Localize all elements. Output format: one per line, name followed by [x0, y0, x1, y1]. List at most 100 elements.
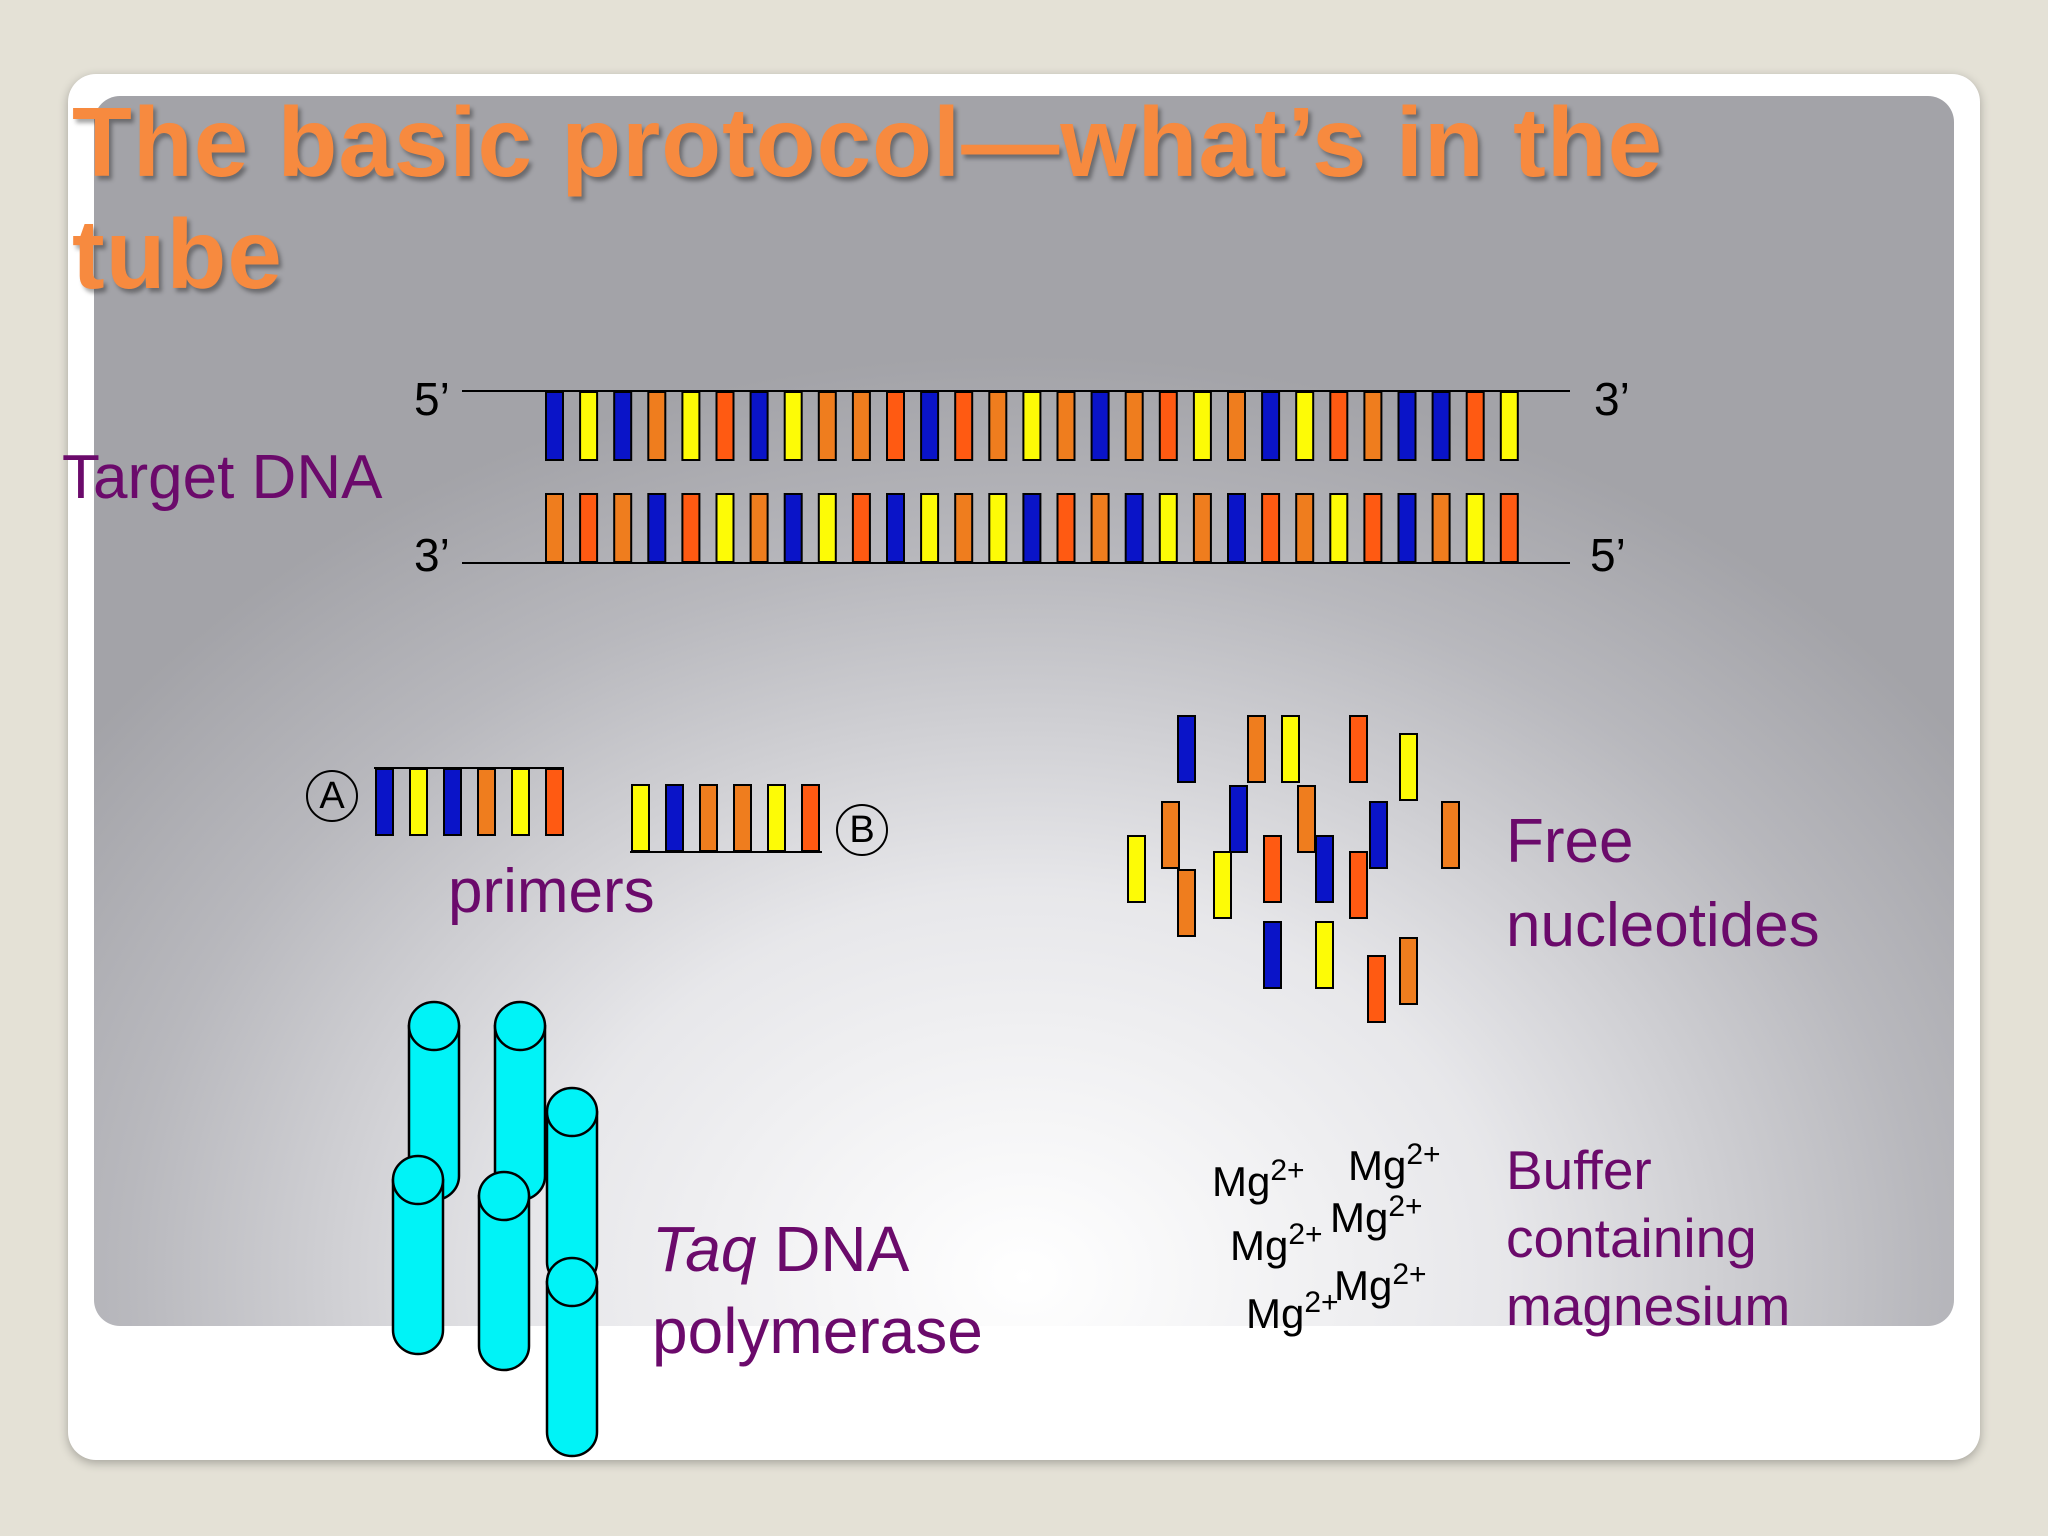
bottom-base-17 — [1090, 493, 1110, 563]
primer-a-base-1 — [375, 768, 394, 836]
primer-b-base-3 — [699, 784, 718, 852]
top-base-5 — [681, 391, 701, 461]
top-base-25 — [1363, 391, 1383, 461]
free-nucleotide-10 — [1441, 801, 1460, 869]
bottom-base-12 — [920, 493, 940, 563]
bottom-base-23 — [1295, 493, 1315, 563]
top-base-18 — [1124, 391, 1144, 461]
taq-polymerase-label: Taq DNA polymerase — [652, 1208, 983, 1372]
primer-a-base-6 — [545, 768, 564, 836]
primer-b-base-4 — [733, 784, 752, 852]
taq-molecule-cap — [545, 1256, 599, 1308]
bottom-base-20 — [1192, 493, 1212, 563]
bottom-base-19 — [1158, 493, 1178, 563]
taq-molecule-body — [545, 1280, 599, 1458]
taq-italic: Taq — [652, 1213, 757, 1285]
top-base-8 — [783, 391, 803, 461]
free-nucleotide-6 — [1161, 801, 1180, 869]
bottom-base-2 — [579, 493, 599, 563]
bottom-base-8 — [783, 493, 803, 563]
top-base-21 — [1227, 391, 1246, 461]
taq-molecule-cap — [493, 1000, 547, 1052]
top-base-22 — [1261, 391, 1281, 461]
primer-b-marker: B — [836, 804, 888, 856]
bottom-strand-left-end: 3’ — [414, 529, 450, 581]
primers-label: primers — [448, 857, 655, 926]
bottom-base-29 — [1499, 493, 1519, 563]
free-nucleotides — [1127, 715, 1460, 1023]
free-nucleotide-5 — [1399, 733, 1418, 801]
top-base-13 — [954, 391, 974, 461]
free-nucleotide-4 — [1349, 715, 1368, 783]
bottom-base-14 — [988, 493, 1008, 563]
top-base-29 — [1499, 391, 1519, 461]
bottom-base-25 — [1363, 493, 1383, 563]
taq-molecule-cap — [477, 1170, 531, 1222]
taq-molecule-3 — [545, 1086, 599, 1288]
primer-a-base-4 — [477, 768, 496, 836]
top-base-1 — [545, 391, 564, 461]
mg-ion-4: Mg2+ — [1230, 1218, 1323, 1270]
buffer-label-line1: Buffer — [1506, 1139, 1652, 1201]
primer-a-base-3 — [443, 768, 462, 836]
taq-molecule-cap — [407, 1000, 461, 1052]
free-nucleotide-7 — [1229, 785, 1248, 853]
top-base-26 — [1397, 391, 1417, 461]
top-base-14 — [988, 391, 1008, 461]
free-nucleotide-15 — [1315, 835, 1334, 903]
bottom-strand-bases — [545, 493, 1519, 563]
bottom-base-21 — [1227, 493, 1246, 563]
free-nucleotides-label-line2: nucleotides — [1506, 891, 1820, 960]
top-base-24 — [1329, 391, 1349, 461]
bottom-base-27 — [1431, 493, 1451, 563]
primer-b — [630, 784, 822, 853]
bottom-base-15 — [1022, 493, 1042, 563]
bottom-base-22 — [1261, 493, 1281, 563]
bottom-base-5 — [681, 493, 701, 563]
target-dna-label: Target DNA — [62, 443, 383, 512]
free-nucleotide-13 — [1213, 851, 1232, 919]
bottom-base-16 — [1056, 493, 1076, 563]
taq-label-line1: Taq DNA — [652, 1208, 983, 1290]
free-nucleotide-16 — [1349, 851, 1368, 919]
buffer-label: Buffer containing magnesium — [1506, 1136, 1790, 1340]
free-nucleotide-19 — [1367, 955, 1386, 1023]
free-nucleotide-8 — [1297, 785, 1316, 853]
top-base-28 — [1465, 391, 1485, 461]
top-base-15 — [1022, 391, 1042, 461]
buffer-label-line3: magnesium — [1506, 1275, 1791, 1337]
top-base-19 — [1158, 391, 1178, 461]
taq-molecule-cap — [545, 1086, 599, 1138]
top-base-12 — [920, 391, 940, 461]
bottom-base-13 — [954, 493, 974, 563]
taq-molecule-body — [477, 1194, 531, 1372]
free-nucleotide-17 — [1263, 921, 1282, 989]
buffer-label-line2: containing — [1506, 1207, 1757, 1269]
primer-a — [374, 767, 564, 836]
bottom-base-7 — [749, 493, 769, 563]
free-nucleotide-14 — [1263, 835, 1282, 903]
taq-molecule-4 — [391, 1154, 445, 1356]
bottom-base-28 — [1465, 493, 1485, 563]
bottom-strand-right-end: 5’ — [1590, 529, 1626, 581]
free-nucleotides-label: Free nucleotides — [1506, 800, 1820, 968]
bottom-base-9 — [817, 493, 837, 563]
taq-polymerase-molecules — [391, 1000, 599, 1458]
bottom-base-4 — [647, 493, 667, 563]
top-base-23 — [1295, 391, 1315, 461]
top-base-3 — [613, 391, 633, 461]
primer-b-base-5 — [767, 784, 786, 852]
mg-ion-2: Mg2+ — [1348, 1138, 1441, 1190]
free-nucleotide-11 — [1127, 835, 1146, 903]
taq-molecule-6 — [545, 1256, 599, 1458]
mg-ion-3: Mg2+ — [1330, 1190, 1423, 1242]
top-base-27 — [1431, 391, 1451, 461]
top-strand-bases — [545, 391, 1519, 461]
free-nucleotide-20 — [1399, 937, 1418, 1005]
primer-b-base-2 — [665, 784, 684, 852]
taq-molecule-cap — [391, 1154, 445, 1206]
top-strand-right-end: 3’ — [1594, 373, 1630, 425]
bottom-base-26 — [1397, 493, 1417, 563]
bottom-base-10 — [851, 493, 871, 563]
